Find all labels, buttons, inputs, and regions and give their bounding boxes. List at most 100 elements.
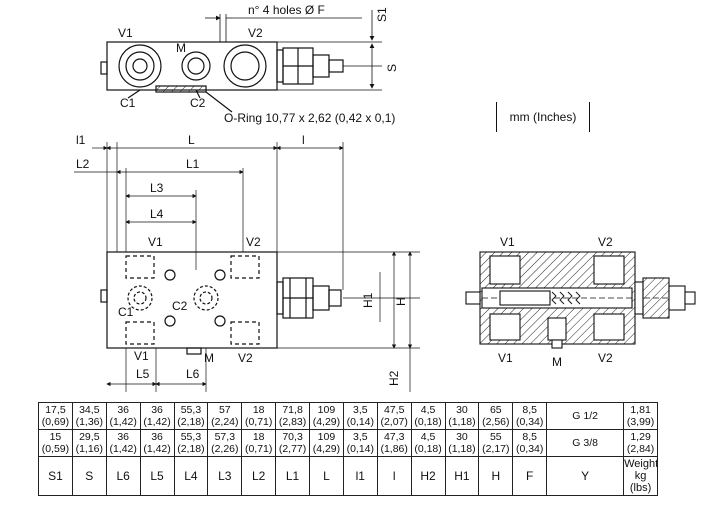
table-row: 15(0,59)29,5(1,16)36(1,42)36(1,42)55,3(2…: [38, 429, 658, 457]
cell-metric: 57: [218, 404, 231, 416]
table-cell: 71,8(2,83): [275, 402, 310, 430]
cell-imperial: (1,42): [109, 416, 137, 428]
cell-imperial: (1,42): [143, 443, 171, 455]
cell-imperial: (0,18): [414, 416, 442, 428]
cell-imperial: (0,14): [346, 416, 375, 428]
table-cell: 36(1,42): [139, 402, 175, 430]
table-cell: 55(2,17): [478, 429, 514, 457]
top-view: [100, 10, 382, 113]
front-label-c2: C2: [172, 299, 188, 313]
cell-metric: 47,5: [383, 404, 405, 416]
table-header-cell: Weight kg (lbs): [623, 456, 659, 496]
cell-imperial: (1,42): [109, 443, 137, 455]
table-cell: G 3/8: [546, 429, 625, 457]
cell-metric: 109: [317, 431, 336, 443]
cell-metric: 70,3: [282, 431, 303, 443]
top-label-m: M: [176, 41, 186, 55]
cell-metric: 36: [117, 404, 130, 416]
table-cell: 109(4,29): [309, 429, 344, 457]
dim-L5: L5: [136, 367, 150, 381]
table-cell: 47,5(2,07): [376, 402, 412, 430]
table-cell: 3,5(0,14): [342, 402, 378, 430]
cell-metric: 65: [489, 404, 502, 416]
front-label-v2-bottom: V2: [238, 351, 253, 365]
table-cell: 17,5(0,69): [38, 402, 73, 430]
table-header-cell: L6: [105, 456, 141, 496]
cell-imperial: (0,71): [244, 416, 273, 428]
dim-L4: L4: [150, 207, 164, 221]
table-header-cell: L1: [275, 456, 310, 496]
section-view: [465, 251, 696, 349]
cell-imperial: (1,42): [143, 416, 171, 428]
cell-metric: 29,5: [79, 431, 100, 443]
front-label-v2-top: V2: [246, 235, 261, 249]
cell-metric: 1,81: [630, 404, 651, 416]
cell-imperial: (2,18): [177, 443, 205, 455]
cell-metric: 36: [117, 431, 130, 443]
table-header-cell: L3: [207, 456, 243, 496]
table-header-cell: Y: [546, 456, 625, 496]
table-cell: 29,5(1,16): [71, 429, 107, 457]
cell-imperial: (1,86): [380, 443, 408, 455]
front-label-m: M: [204, 351, 214, 365]
top-label-c2: C2: [190, 96, 206, 110]
front-hole-4: [214, 315, 226, 327]
cell-imperial: (2,24): [211, 416, 239, 428]
cell-metric: 15: [49, 431, 62, 443]
cell-metric: 55,3: [180, 431, 202, 443]
table-cell: 4,5(0,18): [410, 402, 446, 430]
cell-metric: 17,5: [45, 404, 66, 416]
table-header-cell: L5: [139, 456, 175, 496]
top-label-v2: V2: [248, 26, 263, 40]
dimension-table: 17,5(0,69)34,5(1,36)36(1,42)36(1,42)55,3…: [38, 402, 658, 496]
table-cell: 8,5(0,34): [512, 429, 548, 457]
top-port-v2: [223, 44, 267, 88]
front-hole-3: [164, 315, 176, 327]
valve-technical-drawing: V1 V2 M C1 C2 n° 4 holes Ø F O-Ring 10,7…: [74, 3, 696, 392]
dim-L6: L6: [186, 367, 200, 381]
cell-imperial: (0,59): [41, 443, 70, 455]
cell-metric: 4,5: [420, 404, 436, 416]
dim-l1-small: l1: [76, 133, 86, 147]
cell-metric: 57,3: [214, 431, 236, 443]
front-label-v1-top: V1: [148, 235, 163, 249]
cell-metric: 18: [252, 431, 265, 443]
table-cell: 57,3(2,26): [207, 429, 243, 457]
cell-metric: 109: [317, 404, 336, 416]
front-label-c1: C1: [118, 305, 134, 319]
dim-H2: H2: [387, 370, 401, 386]
table-cell: 8,5(0,34): [512, 402, 548, 430]
cell-metric: 30: [456, 404, 468, 416]
table-cell: 15(0,59): [38, 429, 73, 457]
cell-imperial: (2,83): [278, 416, 307, 428]
table-cell: 4,5(0,18): [410, 429, 446, 457]
front-view-body: [106, 251, 278, 349]
table-header-cell: l1: [342, 456, 378, 496]
cell-metric: 36: [151, 431, 163, 443]
cell-metric: 8,5: [522, 404, 537, 416]
table-cell: 36(1,42): [139, 429, 175, 457]
table-cell: 36(1,42): [105, 429, 141, 457]
table-cell: G 1/2: [546, 402, 625, 430]
dim-H: H: [394, 297, 408, 306]
table-cell: 18(0,71): [241, 402, 277, 430]
cell-imperial: (4,29): [312, 443, 341, 455]
cell-imperial: (1,18): [448, 416, 476, 428]
table-cell: 34,5(1,36): [71, 402, 107, 430]
cell-metric: 4,5: [420, 431, 436, 443]
section-label-v1-top: V1: [500, 235, 515, 249]
front-hole-1: [164, 269, 176, 281]
cell-metric: 47,3: [383, 431, 405, 443]
table-header-cell: H2: [410, 456, 446, 496]
table-cell: 18(0,71): [241, 429, 277, 457]
cell-imperial: (0,34): [515, 443, 544, 455]
cell-metric: 1,29: [630, 431, 651, 443]
table-cell: 55,3(2,18): [173, 429, 209, 457]
cell-imperial: (2,18): [177, 416, 205, 428]
dim-H1: H1: [361, 292, 375, 308]
front-hole-2: [214, 269, 226, 281]
cell-imperial: (2,84): [626, 443, 655, 455]
table-cell: 1,29(2,84): [623, 429, 658, 457]
table-header-cell: H: [478, 456, 514, 496]
